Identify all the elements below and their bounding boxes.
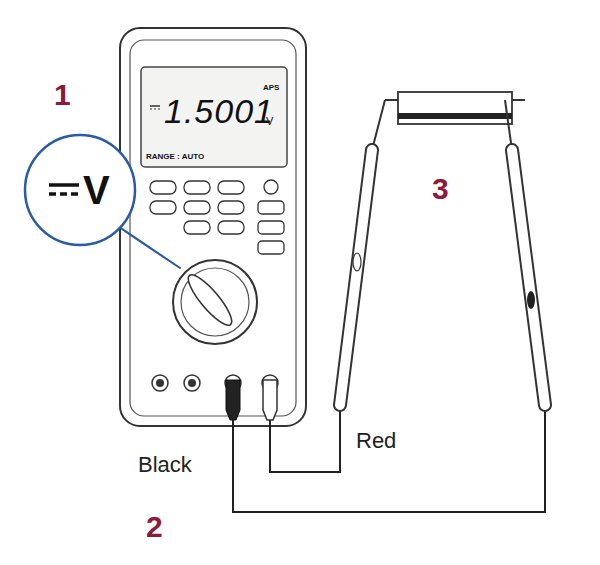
probe-tip: [372, 100, 385, 150]
black-plug: [226, 380, 240, 420]
function-symbol: V: [83, 170, 110, 210]
black-probe: [512, 150, 545, 405]
red-probe: [340, 150, 372, 405]
red-plug: [263, 380, 277, 420]
red-lead-wire: [270, 408, 340, 472]
rotary-knob: [181, 268, 249, 336]
callout-number: 2: [146, 512, 163, 542]
display-indicator: APS: [263, 84, 279, 92]
meter-buttons: [150, 180, 284, 254]
component-band: [398, 113, 512, 119]
callout-number: 3: [432, 174, 449, 204]
black-probe: [512, 150, 545, 405]
component-body: [398, 92, 512, 124]
range-indicator: RANGE : AUTO: [146, 153, 204, 161]
callout-pointer: [112, 222, 180, 268]
red-probe-grip: [353, 253, 361, 271]
callout-number: 1: [54, 80, 71, 110]
red-probe: [340, 150, 372, 405]
callout-circle: V: [23, 133, 137, 247]
black-probe-grip: [527, 291, 535, 309]
lcd-display: APS 1.5001V RANGE : AUTO: [140, 66, 288, 168]
meter-housing: [120, 28, 306, 426]
display-unit: V: [266, 116, 273, 127]
lead-label: Red: [356, 430, 396, 452]
lead-label: Black: [138, 454, 192, 476]
probe-tip: [505, 100, 512, 150]
meter-bezel: [130, 40, 296, 416]
rotary-knob: [173, 260, 257, 344]
input-jacks: [152, 375, 278, 391]
black-lead-wire: [233, 408, 545, 512]
knob-pointer: [183, 270, 238, 331]
display-reading: 1.5001: [164, 94, 274, 128]
callout-outline: [23, 133, 137, 247]
